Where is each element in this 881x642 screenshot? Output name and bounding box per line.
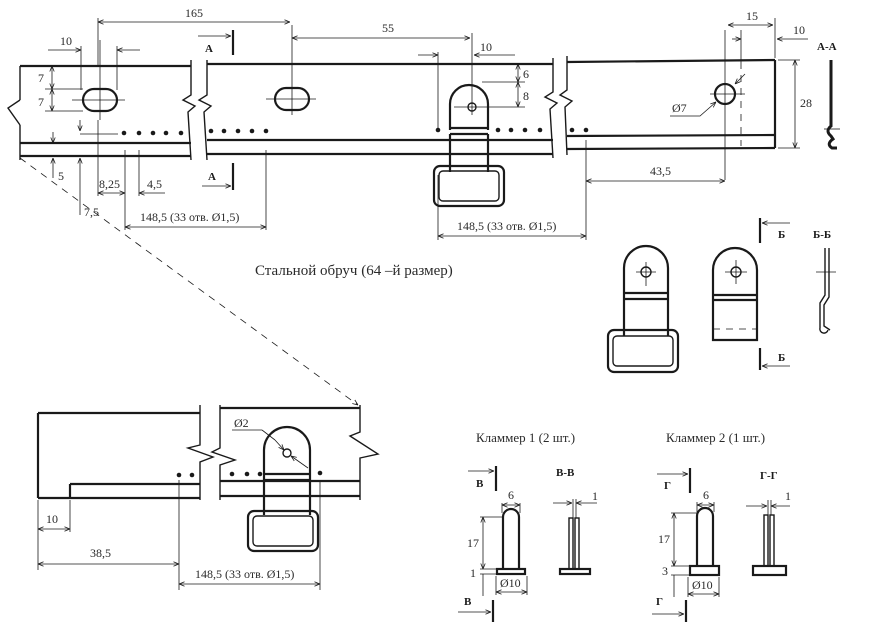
dim-holes-148-5-b: 148,5 (33 отв. Ø1,5) bbox=[457, 219, 556, 233]
clamp-2: Кламмер 2 (1 шт.) Г Г 6 17 3 Ø10 Г-Г bbox=[652, 430, 791, 622]
clamp-2-title: Кламмер 2 (1 шт.) bbox=[666, 430, 765, 445]
dim-7-lower: 7 bbox=[38, 95, 44, 109]
strip-segment-1 bbox=[7, 60, 197, 161]
dim-43-5: 43,5 bbox=[650, 164, 671, 178]
dim-10-slot: 10 bbox=[60, 34, 72, 48]
section-label-a-bottom: А bbox=[208, 171, 216, 183]
dim-10-tab: 10 bbox=[480, 40, 492, 54]
clamp-1-title: Кламмер 1 (2 шт.) bbox=[476, 430, 575, 445]
detail-leader bbox=[19, 157, 358, 405]
section-mark-b: Б Б bbox=[758, 218, 790, 370]
section-title-a-a: А-А bbox=[817, 41, 837, 53]
clamp-2-dim-t1: 1 bbox=[785, 489, 791, 503]
strip-segment-2 bbox=[197, 58, 559, 161]
bracket-detail: Б Б Б-Б bbox=[606, 218, 836, 374]
dim-55: 55 bbox=[382, 21, 394, 35]
section-label-b-top: Б bbox=[778, 229, 785, 241]
bracket-lower: Ø2 bbox=[232, 416, 320, 553]
clamp-2-dim-6: 6 bbox=[703, 488, 709, 502]
clamp-1: Кламмер 1 (2 шт.) В В 6 17 1 Ø10 В-В bbox=[458, 430, 598, 622]
dim-7-upper: 7 bbox=[38, 71, 44, 85]
dim-8-25: 8,25 bbox=[99, 177, 120, 191]
rivet-holes-lower bbox=[176, 470, 323, 478]
dim-38-5: 38,5 bbox=[90, 546, 111, 560]
clamp-1-dim-1: 1 bbox=[470, 566, 476, 580]
clamp-1-dim-t1: 1 bbox=[592, 489, 598, 503]
dimensions-lower: 10 38,5 148,5 (33 отв. Ø1,5) bbox=[37, 480, 321, 590]
clamp-1-dim-d10: Ø10 bbox=[500, 576, 521, 590]
rivet-holes-top bbox=[121, 127, 589, 136]
clamp-2-mark-bottom: Г bbox=[656, 596, 663, 608]
bracket-plain bbox=[711, 246, 759, 342]
clamp-2-section-title: Г-Г bbox=[760, 470, 778, 482]
dim-165: 165 bbox=[185, 6, 203, 20]
section-b-b: Б-Б bbox=[813, 229, 836, 334]
section-a-a: А-А bbox=[817, 41, 840, 150]
section-g-g: Г-Г 1 bbox=[746, 470, 791, 577]
section-v-v: В-В 1 bbox=[553, 467, 598, 576]
clamp-2-dim-17: 17 bbox=[658, 532, 670, 546]
bracket-with-ring bbox=[606, 244, 680, 374]
dim-15: 15 bbox=[746, 9, 758, 23]
clamp-1-mark-bottom: В bbox=[464, 596, 472, 608]
dim-6: 6 bbox=[523, 67, 529, 81]
section-title-b-b: Б-Б bbox=[813, 229, 831, 241]
clamp-1-dim-17: 17 bbox=[467, 536, 479, 550]
dim-5: 5 bbox=[58, 169, 64, 183]
lower-detail: Ø2 10 38,5 148,5 (33 отв. Ø1,5) bbox=[36, 405, 380, 590]
clamp-1-dim-6: 6 bbox=[508, 488, 514, 502]
dim-holes-148-5-lower: 148,5 (33 отв. Ø1,5) bbox=[195, 567, 294, 581]
dim-28: 28 bbox=[800, 96, 812, 110]
dim-hole-d2: Ø2 bbox=[234, 416, 249, 430]
dim-holes-148-5-a: 148,5 (33 отв. Ø1,5) bbox=[140, 210, 239, 224]
dim-8: 8 bbox=[523, 89, 529, 103]
dim-10-right: 10 bbox=[793, 23, 805, 37]
section-mark-a: А А bbox=[198, 30, 235, 190]
dim-10-lower: 10 bbox=[46, 512, 58, 526]
dim-hole-d7: Ø7 bbox=[672, 101, 687, 115]
section-label-b-bottom: Б bbox=[778, 352, 785, 364]
bracket-on-strip bbox=[432, 33, 525, 208]
main-strip: А А 165 10 55 10 bbox=[7, 6, 840, 405]
clamp-2-dim-3: 3 bbox=[662, 564, 668, 578]
section-label-a-top: А bbox=[205, 43, 213, 55]
clamp-2-mark-top: Г bbox=[664, 480, 671, 492]
drawing-title: Стальной обруч (64 –й размер) bbox=[255, 263, 453, 279]
strip-segment-3 bbox=[558, 56, 777, 156]
clamp-1-section-title: В-В bbox=[556, 467, 575, 479]
dim-7-5: 7,5 bbox=[84, 205, 99, 219]
dimensions-main: 165 10 55 10 6 8 7 bbox=[38, 6, 812, 240]
clamp-2-dim-d10: Ø10 bbox=[692, 578, 713, 592]
dim-4-5: 4,5 bbox=[147, 177, 162, 191]
clamp-1-mark-top: В bbox=[476, 478, 484, 490]
